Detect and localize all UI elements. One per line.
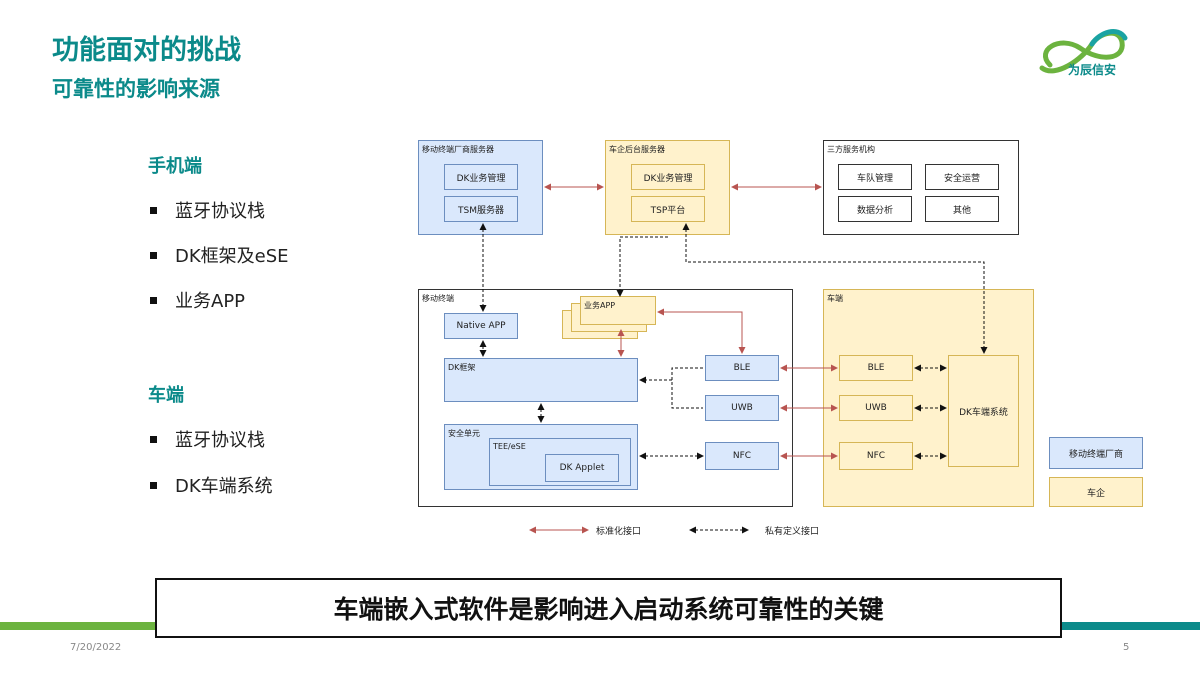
native-app: Native APP	[444, 313, 518, 339]
bullet-icon	[150, 481, 157, 489]
legend-private-label: 私有定义接口	[765, 527, 820, 537]
car-item-1: 蓝牙协议栈	[150, 426, 265, 452]
key-message-banner: 车端嵌入式软件是影响进入启动系统可靠性的关键	[155, 578, 1062, 638]
bullet-icon	[150, 251, 157, 259]
third-party-data: 数据分析	[838, 196, 912, 222]
bullet-icon	[150, 435, 157, 443]
vehicle-uwb: UWB	[839, 395, 913, 421]
page-title: 功能面对的挑战	[52, 35, 241, 66]
dk-framework: DK框架	[444, 358, 638, 402]
phone-item-3: 业务APP	[150, 287, 245, 313]
car-dk-management: DK业务管理	[631, 164, 705, 190]
phone-item-1: 蓝牙协议栈	[150, 197, 265, 223]
phone-item-2: DK框架及eSE	[150, 242, 289, 268]
dk-vehicle-system: DK车端系统	[948, 355, 1019, 467]
footer-green-bar	[0, 622, 160, 630]
vehicle-ble: BLE	[839, 355, 913, 381]
legend-standard-label: 标准化接口	[596, 527, 642, 537]
standard-links	[544, 183, 838, 460]
third-party-fleet: 车队管理	[838, 164, 912, 190]
mobile-ble: BLE	[705, 355, 779, 381]
legend-mobile-vendor: 移动终端厂商	[1049, 437, 1143, 469]
third-party-security: 安全运营	[925, 164, 999, 190]
vehicle-nfc: NFC	[839, 442, 913, 470]
car-item-2: DK车端系统	[150, 472, 273, 498]
logo-text: 为辰信安	[1068, 63, 1117, 77]
legend-car-company: 车企	[1049, 477, 1143, 507]
page-number: 5	[1123, 642, 1130, 653]
dk-applet: DK Applet	[545, 454, 619, 482]
logo-infinity-icon	[1039, 28, 1128, 74]
mobile-nfc: NFC	[705, 442, 779, 470]
phone-heading: 手机端	[148, 156, 202, 177]
company-logo: 为辰信安	[1030, 20, 1150, 85]
mobile-uwb: UWB	[705, 395, 779, 421]
private-links	[479, 223, 988, 460]
car-heading: 车端	[148, 385, 184, 406]
tsp-platform: TSP平台	[631, 196, 705, 222]
third-party-other: 其他	[925, 196, 999, 222]
page-subtitle: 可靠性的影响来源	[52, 77, 220, 101]
bullet-icon	[150, 296, 157, 304]
tsm-server: TSM服务器	[444, 196, 518, 222]
mobile-dk-management: DK业务管理	[444, 164, 518, 190]
bullet-icon	[150, 206, 157, 214]
footer-date: 7/20/2022	[70, 642, 122, 653]
footer-teal-bar	[1062, 622, 1200, 630]
